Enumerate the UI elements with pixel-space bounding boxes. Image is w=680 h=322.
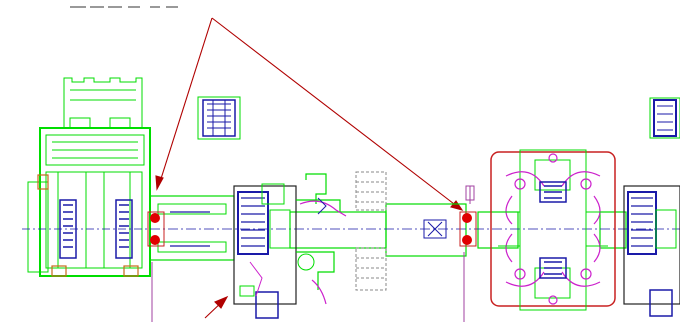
pivot-marker-right-bottom xyxy=(462,235,472,245)
roller-frame-outline xyxy=(490,151,616,307)
left-feed-unit xyxy=(22,77,151,277)
clamp-assembly xyxy=(296,173,347,305)
center-roller-assembly xyxy=(490,149,616,311)
leader-line-left xyxy=(158,17,213,186)
leader-arrowhead-bottom xyxy=(214,295,229,309)
detail-block-left xyxy=(197,96,241,140)
dashed-stack xyxy=(355,171,387,291)
roller-blue-cores xyxy=(539,181,567,279)
feed-unit-brackets xyxy=(37,174,139,277)
drive-gearbox xyxy=(233,183,297,319)
leader-arrowhead-left xyxy=(155,175,164,191)
reference-lines xyxy=(151,185,475,322)
feed-unit-top-housing xyxy=(63,77,143,129)
pivot-marker-left-top xyxy=(150,213,160,223)
annotation-leader-lines xyxy=(155,17,464,319)
red-pivot-markers xyxy=(147,211,477,247)
transfer-beam xyxy=(149,195,680,261)
leader-line-right xyxy=(211,17,459,208)
right-machine-edge xyxy=(623,97,680,317)
pivot-marker-right-top xyxy=(462,213,472,223)
pivot-marker-left-bottom xyxy=(150,235,160,245)
